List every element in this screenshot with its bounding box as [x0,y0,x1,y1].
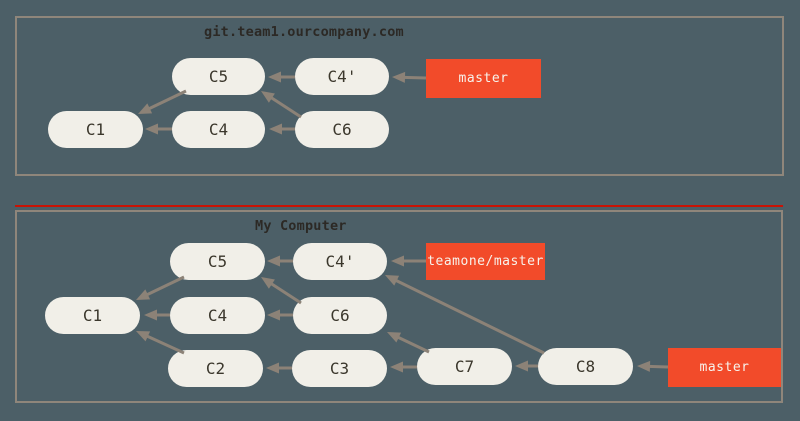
commit-node-c5-remote: C5 [172,58,265,95]
commit-node-c4-local: C4 [170,297,265,334]
branch-label-master-remote: master [426,59,541,98]
commit-node-c1-remote: C1 [48,111,143,148]
local-repo-title: My Computer [255,218,347,234]
remote-repo-title: git.team1.ourcompany.com [204,24,404,40]
branch-label-teamone-master-local: teamone/master [426,243,545,280]
remote-repo-box [15,16,784,176]
commit-node-c2-local: C2 [168,350,263,387]
commit-node-c8-local: C8 [538,348,633,385]
commit-node-c4-prime-remote: C4' [295,58,389,95]
commit-node-c3-local: C3 [292,350,387,387]
red-divider-line [15,205,783,207]
commit-node-c4-prime-local: C4' [293,243,387,280]
commit-node-c6-local: C6 [293,297,387,334]
commit-node-c1-local: C1 [45,297,140,334]
branch-label-master-local: master [668,348,781,387]
local-repo-box [15,210,783,403]
commit-node-c5-local: C5 [170,243,265,280]
commit-node-c6-remote: C6 [295,111,389,148]
commit-node-c7-local: C7 [417,348,512,385]
commit-node-c4-remote: C4 [172,111,265,148]
